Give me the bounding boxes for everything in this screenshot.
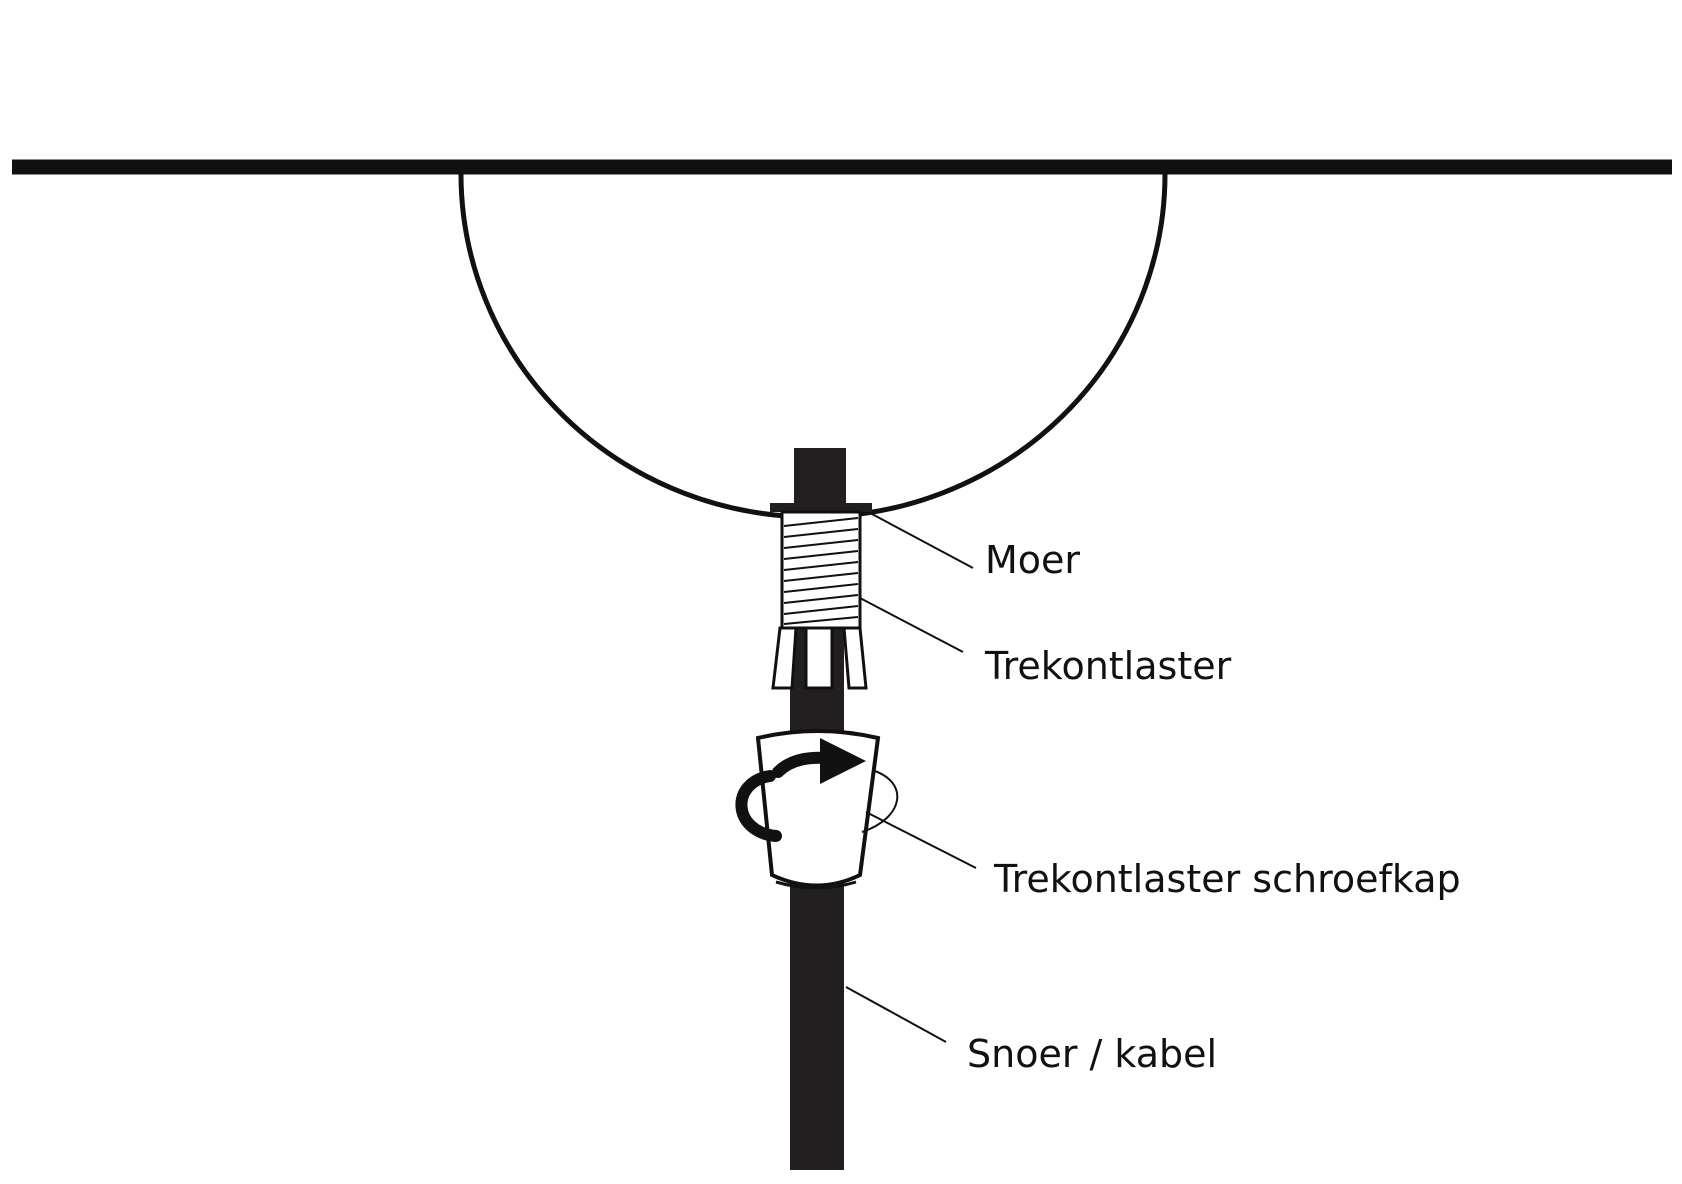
label-strain-relief-cap: Trekontlaster schroefkap bbox=[993, 857, 1461, 901]
leader-line-strain-relief bbox=[859, 597, 964, 653]
strain-relief bbox=[771, 510, 868, 690]
leader-line-strain-relief-cap bbox=[865, 811, 977, 869]
nut bbox=[770, 503, 872, 512]
leader-lines bbox=[845, 513, 977, 1043]
leader-line-nut bbox=[871, 513, 974, 569]
label-nut: Moer bbox=[985, 538, 1080, 582]
leader-line-cable bbox=[845, 986, 947, 1043]
label-strain-relief: Trekontlaster bbox=[984, 644, 1232, 688]
label-cable: Snoer / kabel bbox=[967, 1032, 1217, 1076]
rotate-arrow-icon bbox=[735, 738, 899, 842]
